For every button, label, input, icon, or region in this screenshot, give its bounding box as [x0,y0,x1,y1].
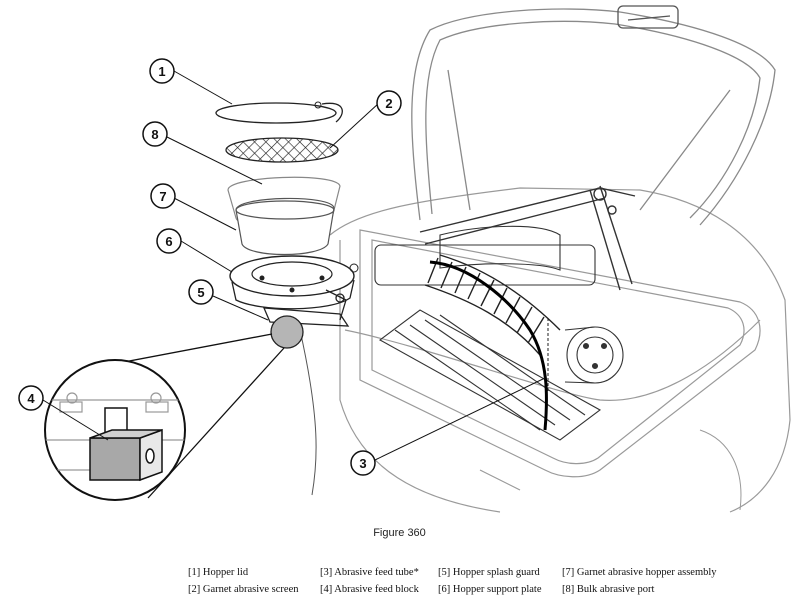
callout-1: 1 [149,58,175,84]
legend-item-garnet-abrasive-hopper: [7] Garnet abrasive hopper assembly [562,567,717,578]
leader-lines [42,70,546,461]
callout-3: 3 [350,450,376,476]
callout-6: 6 [156,228,182,254]
legend-item-garnet-abrasive-screen: [2] Garnet abrasive screen [188,584,299,595]
figure-legend: [1] Hopper lid [3] Abrasive feed tube* [… [188,567,788,601]
callout-7: 7 [150,183,176,209]
hopper-support-plate [229,255,359,310]
svg-text:1: 1 [158,64,165,79]
garnet-abrasive-hopper [227,176,341,256]
callout-4: 4 [18,385,44,411]
abrasive-feed-tube [299,260,548,496]
callout-8: 8 [142,121,168,147]
legend-item-hopper-lid: [1] Hopper lid [188,567,249,578]
machine-lid [411,5,776,226]
legend-item-abrasive-feed-block: [4] Abrasive feed block [320,584,419,595]
legend-item-abrasive-feed-tube: [3] Abrasive feed tube* [320,567,419,578]
garnet-abrasive-screen [225,137,339,163]
legend-item-hopper-support-plate: [6] Hopper support plate [438,584,542,595]
svg-text:3: 3 [359,456,366,471]
exploded-diagram: 1 2 3 4 5 6 7 8 [18,5,791,513]
zoom-detail [44,359,186,501]
svg-text:4: 4 [27,391,35,406]
abrasive-feed-block-small [270,315,304,349]
svg-text:5: 5 [197,285,204,300]
svg-text:7: 7 [159,189,166,204]
legend-row: [2] Garnet abrasive screen [4] Abrasive … [188,584,788,601]
svg-text:2: 2 [385,96,392,111]
hopper-lid [215,101,343,124]
legend-item-bulk-abrasive-port: [8] Bulk abrasive port [562,584,655,595]
svg-text:8: 8 [151,127,158,142]
figure-caption: Figure 360 [373,527,426,539]
corrugated-hose [424,254,561,356]
callout-5: 5 [188,279,214,305]
hopper-splash-guard [262,289,350,327]
legend-item-hopper-splash-guard: [5] Hopper splash guard [438,567,540,578]
abrasive-feed-block [89,407,163,482]
callout-2: 2 [376,90,402,116]
svg-text:6: 6 [165,234,172,249]
legend-row: [1] Hopper lid [3] Abrasive feed tube* [… [188,567,788,584]
lid-strut [419,185,636,291]
machine-interior [374,225,624,441]
